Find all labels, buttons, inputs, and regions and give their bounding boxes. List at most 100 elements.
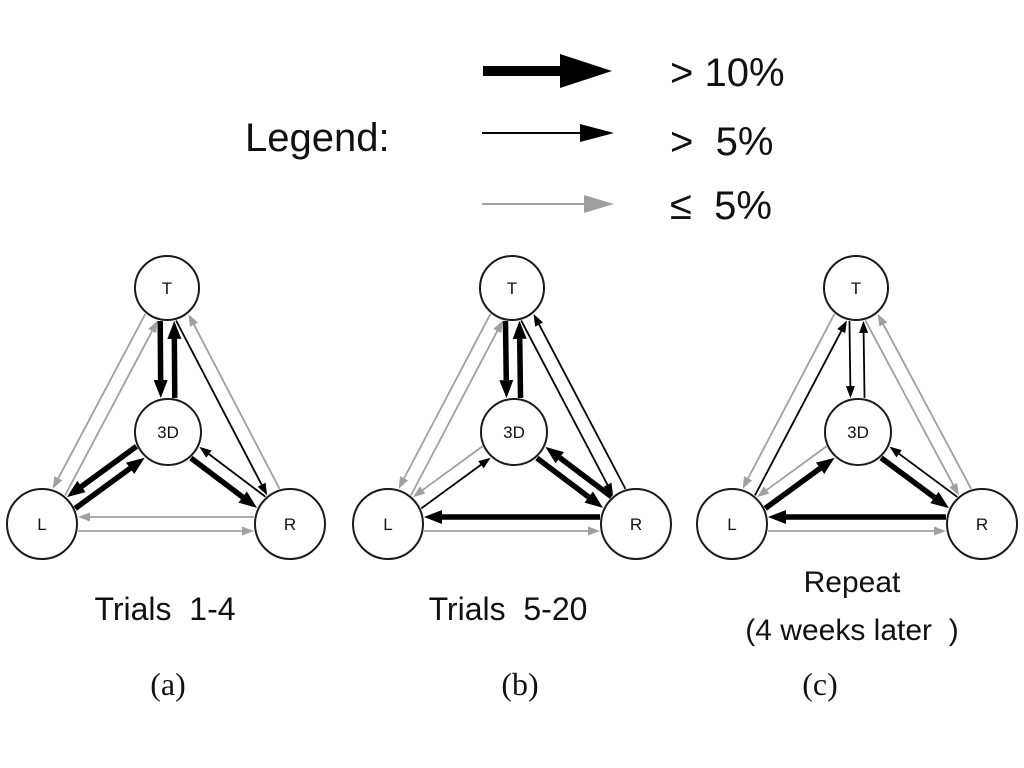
edge-arrowhead [533,313,544,327]
edge-left-to-right [78,526,254,536]
panel-c-caption-line-1: Repeat [804,566,901,599]
edge-arrowhead [478,457,491,469]
edge-arrowhead [837,320,847,334]
node-left-circle [6,488,78,560]
edge-shaft [766,445,827,491]
edge-arrowhead [199,446,212,458]
edge-right-to-3d [889,446,958,498]
edge-right-to-3d [545,446,614,499]
node-left: L [696,488,768,560]
node-3d-circle [134,398,202,466]
node-right-circle [946,488,1018,560]
node-3d: 3D [134,398,202,466]
edge-shaft [879,455,937,500]
panel-b-letter: (b) [501,666,538,702]
node-right-label: R [976,515,988,534]
edge-3d-to-right [879,455,949,509]
edge-top-to-3d [499,321,514,399]
edge-arrowhead [412,486,426,498]
legend-label-thin: > 5% [670,120,773,164]
edge-shaft [502,321,510,381]
edge-arrowhead [257,482,268,496]
edge-right-to-top [188,314,281,490]
node-top-label: T [851,279,861,298]
node-left-circle [352,488,424,560]
edge-shaft [864,319,955,486]
edge-top-to-left [52,313,147,489]
edge-left-to-3d [420,457,491,510]
panel-c-letter: (c) [802,666,838,702]
node-right-circle [254,488,326,560]
edge-arrowhead [816,457,835,474]
edge-shaft [747,313,836,479]
edge-shaft [898,453,958,498]
panel-b: T 3D L R Trials 5-20 (b) [352,255,672,702]
edge-shaft [754,330,843,496]
edge-arrowhead [889,446,902,458]
edge-left-to-top [64,320,158,496]
node-left-circle [696,488,768,560]
node-3d: 3D [824,398,892,466]
node-right-label: R [630,515,642,534]
edge-shaft [193,324,281,490]
edge-shaft [538,324,627,490]
edge-top-to-right [864,319,959,496]
edge-shaft [862,332,866,398]
edge-left-to-top [410,320,503,496]
edge-arrowhead [934,526,946,536]
edge-right-to-left [424,510,600,524]
node-3d-label: 3D [503,423,525,442]
node-top-circle [134,255,200,321]
edge-3d-to-right [535,455,604,508]
edge-3d-to-top [859,320,869,398]
node-3d-circle [824,398,892,466]
node-right-circle [600,488,672,560]
panel-b-caption: Trials 5-20 [429,591,588,627]
edge-shaft [175,320,263,486]
edge-arrowhead [52,476,63,489]
edge-arrowhead [512,320,527,339]
edge-left-to-right [424,526,600,536]
edge-arrowhead [756,486,770,498]
edge-shaft [520,320,609,486]
panel-a-letter: (a) [150,666,186,702]
edge-shaft [79,444,139,489]
edge-left-to-right [768,526,946,536]
panel-c: T 3D L R Repeat (4 weeks later ) (c) [696,255,1018,702]
edge-3d-to-left [756,445,827,498]
edge-shaft [535,455,591,500]
panel-a: T 3D L R Trials 1-4 (a) [6,255,326,702]
edge-left-to-top [754,320,847,496]
edge-top-to-left [742,313,836,489]
node-3d-label: 3D [157,423,179,442]
edge-shaft [64,330,153,496]
legend-arrow-thin-head [580,124,614,142]
node-top-label: T [162,279,172,298]
legend-item-faint: ≤ 5% [482,184,772,228]
edge-shaft [403,313,492,479]
edge-arrowhead [742,476,753,489]
node-top-label: T [507,279,517,298]
legend-arrow-thick [483,54,612,88]
edge-arrowhead [424,510,442,524]
panel-a-edges [52,313,281,536]
edge-shaft [420,464,482,510]
edge-shaft [763,466,822,511]
edge-arrowhead [493,320,503,334]
legend-label-thick: > 10% [670,51,785,95]
edge-shaft [422,445,483,491]
node-left: L [352,488,424,560]
node-3d: 3D [480,398,548,466]
node-right: R [254,488,326,560]
edge-top-to-3d [153,321,168,399]
panel-a-caption: Trials 1-4 [94,591,235,627]
node-left: L [6,488,78,560]
edge-arrowhead [126,457,145,474]
edge-3d-to-left [66,444,139,498]
panel-c-edges [742,313,973,536]
edge-3d-to-top [512,320,527,398]
edge-arrowhead [242,526,254,536]
edge-top-to-right [175,320,268,496]
edge-left-to-3d [763,457,835,511]
edge-top-to-right [520,320,614,496]
